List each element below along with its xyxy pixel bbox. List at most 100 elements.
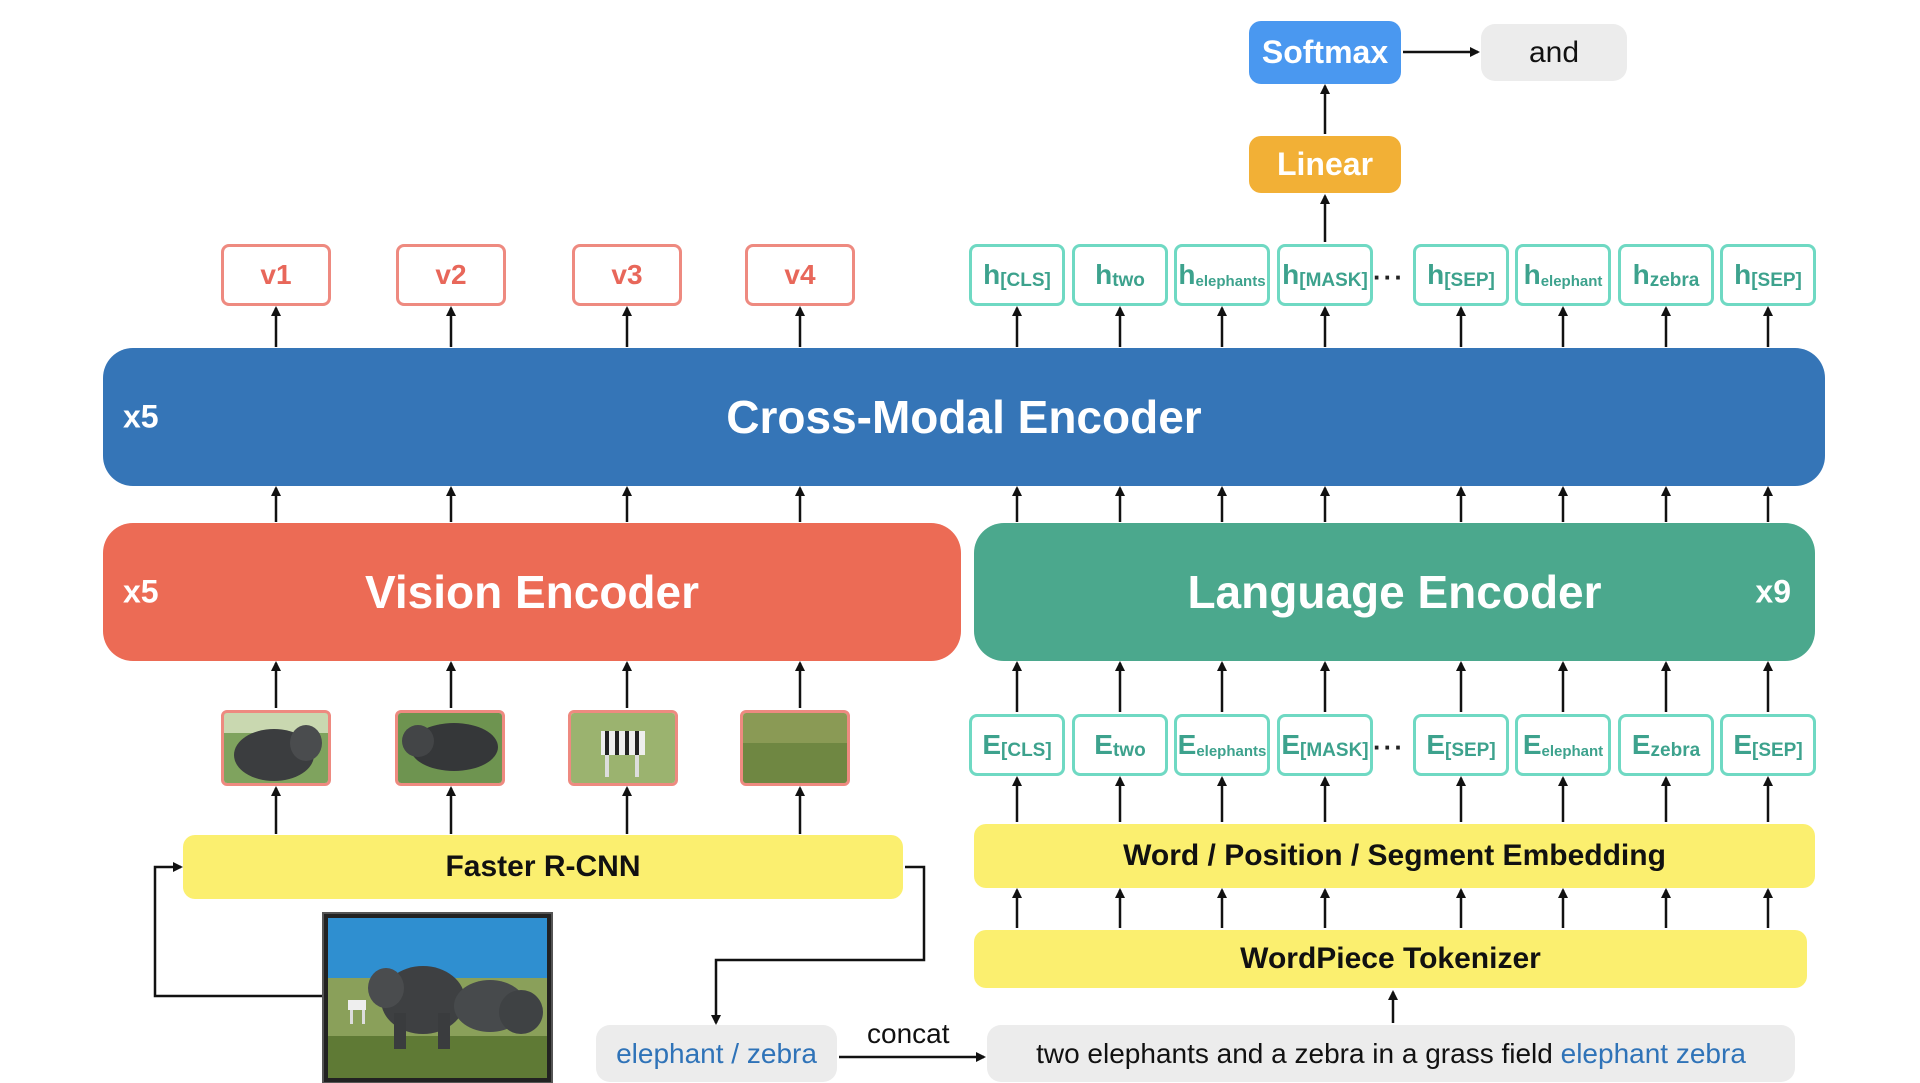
embedding-5-base: E xyxy=(1426,729,1445,760)
linear-block: Linear xyxy=(1249,136,1401,193)
hidden-ellipsis: ··· xyxy=(1373,262,1405,292)
cross-modal-repeat: x5 xyxy=(123,398,159,435)
embedding-6-subscript: elephant xyxy=(1541,742,1604,760)
softmax-label: Softmax xyxy=(1261,34,1389,70)
region-crop-1 xyxy=(221,710,331,786)
caption-box: two elephants and a zebra in a grass fie… xyxy=(987,1025,1795,1082)
caption-text: two elephants and a zebra in a grass fie… xyxy=(1036,1037,1553,1069)
language-repeat: x9 xyxy=(1755,573,1791,610)
embedding-layer-block: Word / Position / Segment Embedding xyxy=(974,824,1815,888)
language-encoder: x9 Language Encoder xyxy=(974,523,1815,661)
hidden-output-4: h[MASK] xyxy=(1277,244,1373,306)
region-crop-2 xyxy=(395,710,505,786)
embedding-layer-label: Word / Position / Segment Embedding xyxy=(1123,839,1666,872)
softmax-block: Softmax xyxy=(1249,21,1401,84)
prediction-label: and xyxy=(1528,35,1580,69)
hidden-output-4-base: h xyxy=(1282,259,1300,290)
embedding-2-subscript: two xyxy=(1112,740,1146,761)
embedding-3-base: E xyxy=(1177,729,1197,760)
elephant-region-icon xyxy=(398,713,502,783)
vision-repeat: x5 xyxy=(123,573,159,610)
elephants-and-zebra-photo xyxy=(328,918,547,1078)
hidden-output-3-subscript: elephants xyxy=(1195,272,1266,290)
hidden-output-8: h[SEP] xyxy=(1720,244,1816,306)
detected-labels-box: elephant / zebra xyxy=(596,1025,837,1082)
detected-labels-text: elephant / zebra xyxy=(616,1037,817,1069)
vision-encoder: x5 Vision Encoder xyxy=(103,523,961,661)
embedding-4: E[MASK] xyxy=(1277,714,1373,776)
linear-label: Linear xyxy=(1276,146,1374,182)
embedding-1-subscript: [CLS] xyxy=(1001,740,1052,761)
concat-label: concat xyxy=(867,1018,950,1049)
vision-title: Vision Encoder xyxy=(364,566,700,618)
hidden-output-2-subscript: two xyxy=(1112,270,1145,291)
hidden-output-6-base: h xyxy=(1523,259,1541,290)
hidden-output-5-subscript: [SEP] xyxy=(1444,270,1495,291)
grass-region-icon xyxy=(743,713,847,783)
hidden-output-4-subscript: [MASK] xyxy=(1299,270,1368,291)
embedding-ellipsis: ··· xyxy=(1373,732,1405,762)
input-image-frame xyxy=(324,914,551,1082)
embedding-2-base: E xyxy=(1094,729,1113,760)
hidden-output-2-base: h xyxy=(1095,259,1113,290)
hidden-output-1: h[CLS] xyxy=(969,244,1065,306)
vision-output-1-subscript: 1 xyxy=(276,259,292,290)
hidden-output-7-base: h xyxy=(1632,259,1650,290)
embedding-8-base: E xyxy=(1733,729,1752,760)
vision-output-4-subscript: 4 xyxy=(800,259,816,290)
hidden-output-1-subscript: [CLS] xyxy=(1000,270,1051,291)
elephant-region-icon xyxy=(224,713,328,783)
embedding-7-base: E xyxy=(1631,729,1651,760)
vision-output-1-base: v xyxy=(260,259,276,290)
hidden-output-1-base: h xyxy=(983,259,1001,290)
rcnn-to-labels-arrow xyxy=(711,865,926,1025)
embedding-1: E[CLS] xyxy=(969,714,1065,776)
prediction-token: and xyxy=(1481,24,1627,81)
cross-modal-title: Cross-Modal Encoder xyxy=(726,391,1202,443)
hidden-output-6-subscript: elephant xyxy=(1540,272,1603,290)
embedding-3-subscript: elephants xyxy=(1196,742,1267,760)
embedding-6-base: E xyxy=(1522,729,1542,760)
language-title: Language Encoder xyxy=(1187,566,1602,618)
hidden-output-7-subscript: zebra xyxy=(1649,270,1700,291)
vision-output-2-subscript: 2 xyxy=(451,259,467,290)
vision-output-2-base: v xyxy=(435,259,451,290)
image-to-rcnn-arrow xyxy=(153,862,322,998)
embedding-7-subscript: zebra xyxy=(1650,740,1701,761)
embedding-5-subscript: [SEP] xyxy=(1445,740,1496,761)
hidden-output-5: h[SEP] xyxy=(1413,244,1509,306)
zebra-region-icon xyxy=(571,713,675,783)
hidden-output-8-subscript: [SEP] xyxy=(1751,270,1802,291)
cross-modal-encoder: x5 Cross-Modal Encoder xyxy=(103,348,1825,486)
region-crop-3 xyxy=(568,710,678,786)
region-crop-4 xyxy=(740,710,850,786)
caption-tags: elephant zebra xyxy=(1560,1037,1746,1069)
hidden-output-5-base: h xyxy=(1427,259,1445,290)
faster-rcnn-label: Faster R-CNN xyxy=(445,850,641,883)
vision-output-3-subscript: 3 xyxy=(627,259,643,290)
embedding-1-base: E xyxy=(982,729,1002,760)
embedding-4-base: E xyxy=(1281,729,1301,760)
hidden-output-3-base: h xyxy=(1178,259,1196,290)
tokenizer-label: WordPiece Tokenizer xyxy=(1240,942,1541,975)
faster-rcnn-block: Faster R-CNN xyxy=(183,835,903,899)
embedding-8-subscript: [SEP] xyxy=(1752,740,1803,761)
embedding-5: E[SEP] xyxy=(1413,714,1509,776)
embedding-4-subscript: [MASK] xyxy=(1300,740,1369,761)
embedding-8: E[SEP] xyxy=(1720,714,1816,776)
vision-output-4-base: v xyxy=(784,259,800,290)
tokenizer-block: WordPiece Tokenizer xyxy=(974,930,1807,988)
hidden-output-8-base: h xyxy=(1734,259,1752,290)
